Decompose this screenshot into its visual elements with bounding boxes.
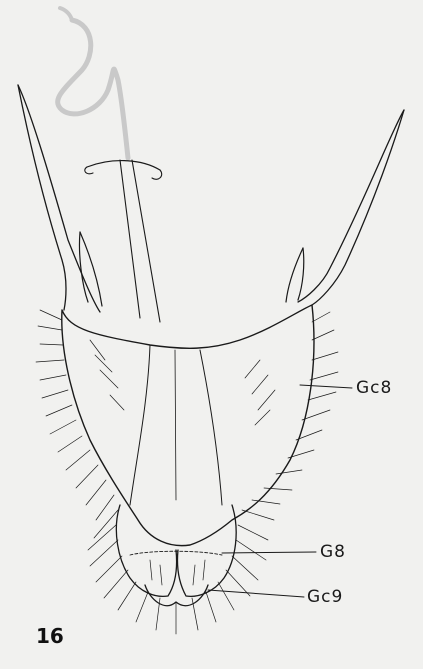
label-gc9: Gc9 xyxy=(307,589,343,606)
central-duct xyxy=(120,160,140,318)
figure-number: 16 xyxy=(36,626,64,646)
leader-g8 xyxy=(222,552,316,553)
leader-gc8 xyxy=(300,385,352,388)
leader-gc9 xyxy=(208,590,304,597)
setae xyxy=(36,310,338,634)
coiled-duct xyxy=(58,20,128,158)
label-g8: G8 xyxy=(320,544,346,561)
g8-lobe xyxy=(116,505,176,596)
label-gc8: Gc8 xyxy=(356,380,392,397)
left-apophysis xyxy=(18,85,66,310)
gc8-plate xyxy=(62,305,314,546)
